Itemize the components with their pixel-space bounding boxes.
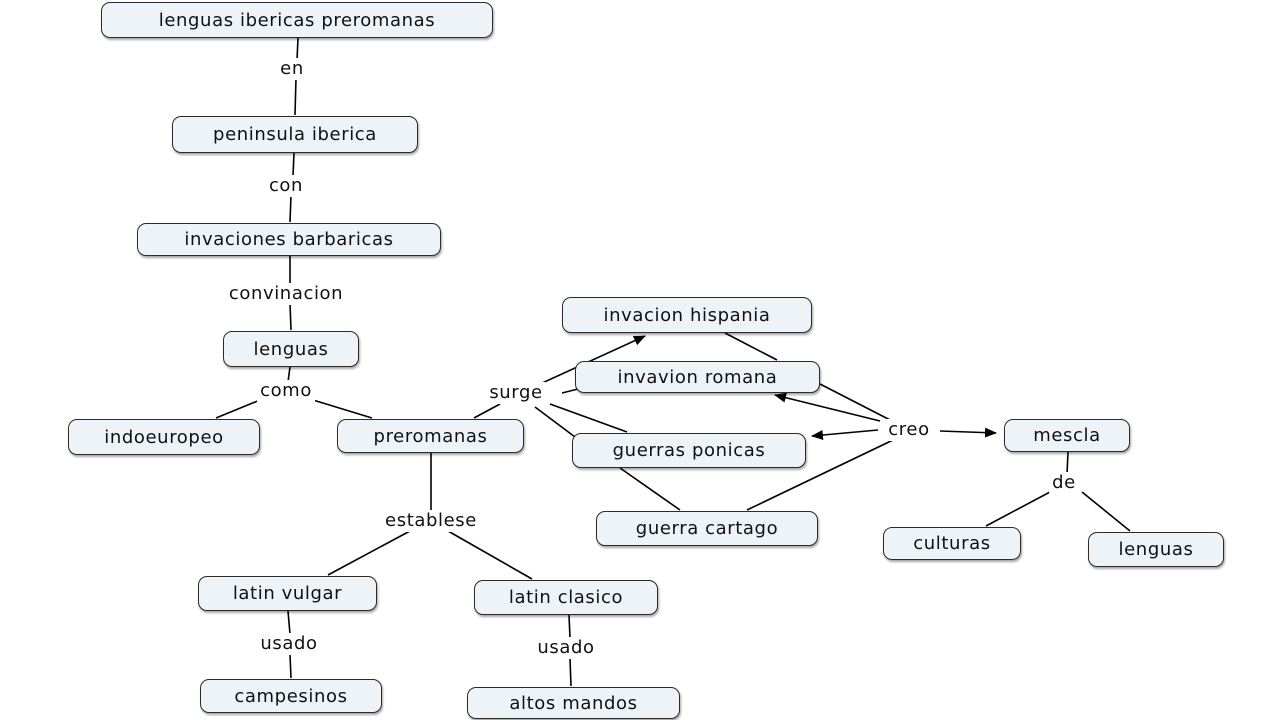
link-convinacion: convinacion xyxy=(225,283,347,305)
connector xyxy=(746,439,894,511)
connector xyxy=(819,383,895,423)
connector xyxy=(811,429,879,440)
connector xyxy=(619,467,681,511)
connector xyxy=(985,491,1051,527)
connector xyxy=(1066,451,1069,475)
concept-guerra-cartago[interactable]: guerra cartago xyxy=(596,511,818,546)
connector xyxy=(296,37,299,61)
connector xyxy=(289,302,292,331)
connector xyxy=(287,610,291,635)
connector xyxy=(289,194,292,223)
concept-mescla[interactable]: mescla xyxy=(1004,419,1130,452)
connector xyxy=(327,530,411,576)
connector xyxy=(473,403,501,419)
connector xyxy=(549,403,628,433)
concept-altos-mandos[interactable]: altos mandos xyxy=(467,687,680,719)
link-con: con xyxy=(265,175,307,197)
concept-preromanas[interactable]: preromanas xyxy=(337,419,524,453)
connector xyxy=(289,654,292,679)
concept-invacion-hispania[interactable]: invacion hispania xyxy=(562,297,812,333)
link-en: en xyxy=(277,58,307,80)
link-establese: establese xyxy=(382,510,480,532)
connector xyxy=(724,332,778,361)
connector xyxy=(447,530,533,580)
concept-peninsula-iberica[interactable]: peninsula iberica xyxy=(172,116,418,153)
connector xyxy=(774,392,881,422)
link-como: como xyxy=(257,380,315,402)
connector xyxy=(292,152,295,177)
connector xyxy=(534,406,576,438)
concept-latin-clasico[interactable]: latin clasico xyxy=(474,580,658,615)
connector xyxy=(569,658,572,687)
concept-invaciones-barbaricas[interactable]: invaciones barbaricas xyxy=(137,223,441,256)
link-usado-2: usado xyxy=(534,637,598,659)
connector xyxy=(1081,491,1131,532)
connector xyxy=(939,427,997,438)
connector xyxy=(287,366,291,383)
concept-latin-vulgar[interactable]: latin vulgar xyxy=(198,576,377,611)
connector xyxy=(568,614,571,639)
connector xyxy=(561,388,579,394)
concept-guerras-ponicas[interactable]: guerras ponicas xyxy=(572,433,806,468)
connector xyxy=(215,399,261,419)
link-surge: surge xyxy=(486,382,546,404)
link-creo: creo xyxy=(885,419,933,441)
concept-campesinos[interactable]: campesinos xyxy=(200,679,382,713)
connector xyxy=(294,77,297,116)
link-usado-1: usado xyxy=(257,633,321,655)
concept-lenguas-ibericas-preromanas[interactable]: lenguas ibericas preromanas xyxy=(101,2,493,38)
concept-indoeuropeo[interactable]: indoeuropeo xyxy=(68,419,260,455)
concept-lenguas[interactable]: lenguas xyxy=(223,331,359,367)
concept-lenguas-2[interactable]: lenguas xyxy=(1088,532,1224,567)
concept-culturas[interactable]: culturas xyxy=(883,527,1021,560)
connector xyxy=(312,399,373,419)
link-de: de xyxy=(1049,472,1079,494)
connector xyxy=(539,335,646,385)
concept-invavion-romana[interactable]: invavion romana xyxy=(575,361,820,393)
